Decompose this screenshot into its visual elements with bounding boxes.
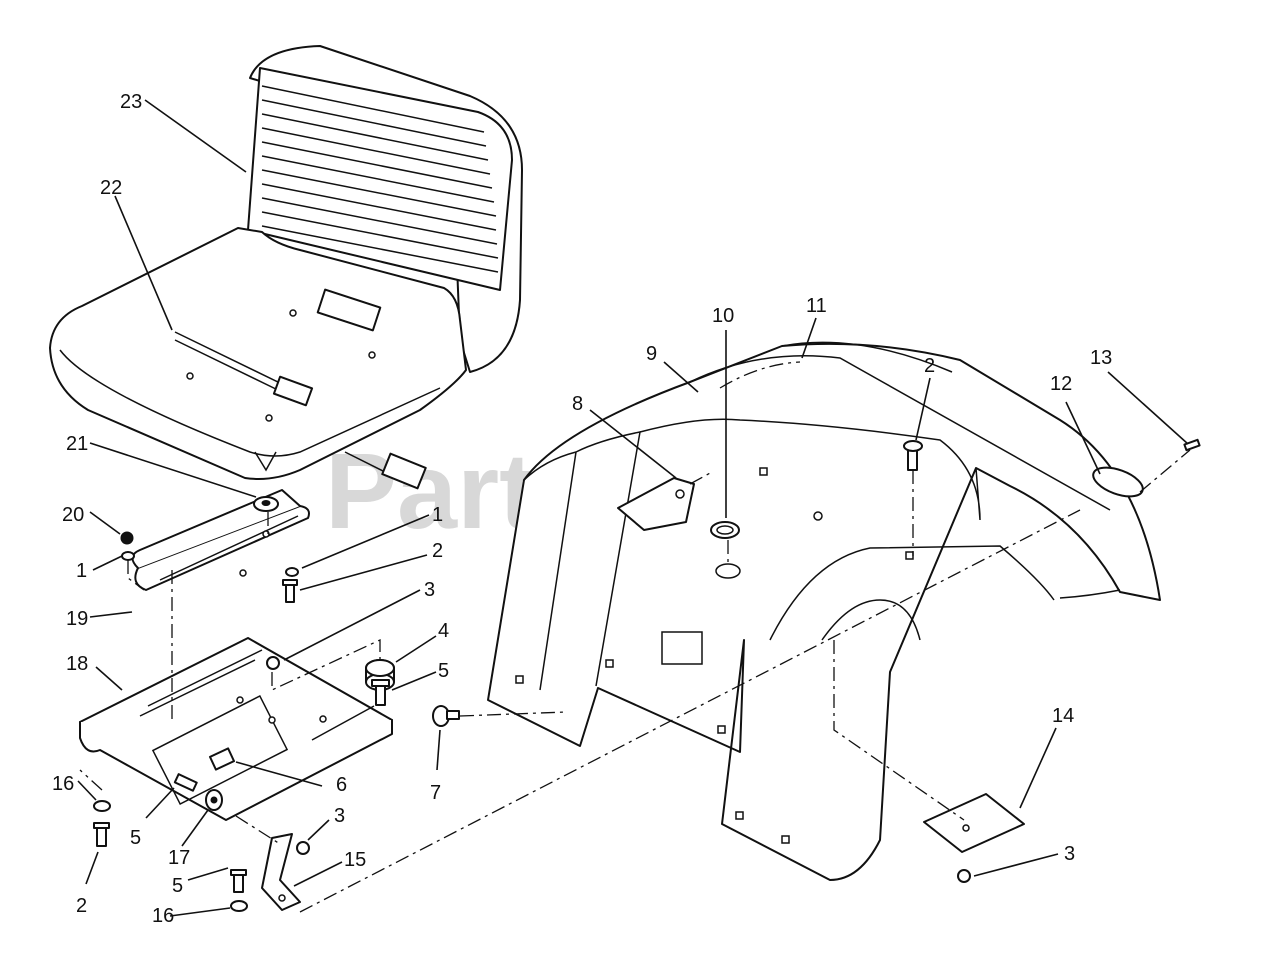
callout-1b: 1: [432, 504, 443, 526]
callout-1a: 1: [76, 560, 87, 582]
callout-18: 18: [66, 653, 88, 675]
callout-3a: 3: [334, 805, 345, 827]
reflector-12[interactable]: [1089, 462, 1146, 502]
hardware-washer-1a[interactable]: [121, 551, 135, 561]
callout-2a: 2: [76, 895, 87, 917]
callout-16b: 16: [152, 905, 174, 927]
hardware-bolt-2a[interactable]: [282, 579, 298, 603]
hardware-washer-1b[interactable]: [285, 567, 299, 577]
plate-14[interactable]: [923, 793, 1025, 853]
hardware-washer-16a[interactable]: [93, 800, 111, 812]
callout-2b: 2: [432, 540, 443, 562]
callout-9: 9: [646, 343, 657, 365]
callout-5b: 5: [172, 875, 183, 897]
callout-4: 4: [438, 620, 449, 642]
callout-5a: 5: [130, 827, 141, 849]
hardware-nut-20[interactable]: [120, 531, 134, 545]
callout-17: 17: [168, 847, 190, 869]
hardware-nut-3c[interactable]: [957, 869, 971, 883]
pin-13[interactable]: [1183, 438, 1201, 452]
hardware-bolt-5c[interactable]: [230, 869, 247, 893]
seat-mount-plate[interactable]: [79, 637, 393, 821]
callout-2c: 2: [924, 355, 935, 377]
rear-fender[interactable]: [487, 341, 1161, 881]
callout-3c: 3: [1064, 843, 1075, 865]
callout-15: 15: [344, 849, 366, 871]
callout-12: 12: [1050, 373, 1072, 395]
callout-8: 8: [572, 393, 583, 415]
grommet-10[interactable]: [710, 521, 741, 579]
callout-20: 20: [62, 504, 84, 526]
callout-14: 14: [1052, 705, 1074, 727]
callout-labels: 23 22 21 20 1 19 18 16 2 5 17 5 16 15 3 …: [52, 91, 1112, 927]
hardware-push-7[interactable]: [432, 705, 460, 727]
callout-23: 23: [120, 91, 142, 113]
leader-lines: [77, 99, 1189, 917]
callout-13: 13: [1090, 347, 1112, 369]
callout-3b: 3: [424, 579, 435, 601]
hardware-bolt-5a[interactable]: [371, 679, 390, 706]
hardware-bolt-2b[interactable]: [93, 822, 110, 847]
callout-22: 22: [100, 177, 122, 199]
callout-21: 21: [66, 433, 88, 455]
seat[interactable]: [49, 45, 523, 490]
callout-6: 6: [336, 774, 347, 796]
hardware-nut-3b[interactable]: [296, 841, 310, 855]
callout-19: 19: [66, 608, 88, 630]
plate-nut[interactable]: [208, 747, 236, 771]
callout-16a: 16: [52, 773, 74, 795]
fender-bolt-2[interactable]: [903, 440, 923, 471]
hinge-bracket[interactable]: [131, 489, 310, 591]
hardware-bushing-17[interactable]: [205, 789, 223, 811]
callout-7: 7: [430, 782, 441, 804]
hardware-bolt-5b[interactable]: [173, 773, 198, 792]
hardware-washer-16b[interactable]: [230, 900, 248, 912]
callout-5c: 5: [438, 660, 449, 682]
hardware-nut-3a[interactable]: [266, 656, 280, 670]
callout-11: 11: [806, 295, 827, 317]
bracket-15[interactable]: [261, 833, 301, 911]
callout-10: 10: [712, 305, 734, 327]
